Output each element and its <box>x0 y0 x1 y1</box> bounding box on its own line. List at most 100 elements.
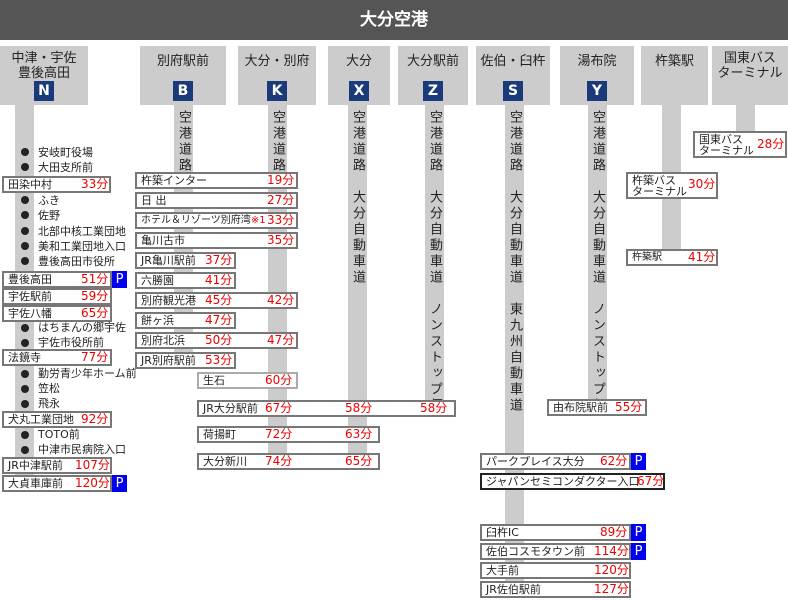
stop-time: 62分 <box>600 454 628 468</box>
stop-box[interactable]: 法鏡寺 <box>2 349 112 366</box>
stop-dot-icon <box>21 196 29 204</box>
stop-box[interactable]: 大貞車庫前 <box>2 475 112 492</box>
minor-stop: 笠松 <box>38 382 60 395</box>
route-header-kunisaki[interactable]: 国東バス ターミナル <box>712 46 788 105</box>
road-label-s: 空港道路 大分自動車道 東九州自動車道 <box>507 110 522 414</box>
minor-stop: 大田支所前 <box>38 161 93 174</box>
stop-time: 63分 <box>345 427 373 441</box>
minor-stop: 北部中核工業団地 <box>38 225 126 238</box>
stop-time: 28分 <box>757 137 785 151</box>
stop-box[interactable]: パークプレイス大分 <box>480 453 631 470</box>
stop-time: 47分 <box>205 313 233 327</box>
stop-box[interactable]: JR大分駅前 <box>197 400 456 417</box>
stop-time: 41分 <box>205 273 233 287</box>
stop-box[interactable]: JR別府駅前 <box>135 352 236 369</box>
minor-stop: はちまんの郷宇佐 <box>38 321 126 334</box>
stop-box[interactable]: JR亀川駅前 <box>135 252 236 269</box>
stop-box[interactable]: 日 出 <box>135 192 298 209</box>
stop-box[interactable]: JR佐伯駅前 <box>480 581 631 598</box>
stop-dot-icon <box>21 324 29 332</box>
stop-time: 67分 <box>637 474 665 488</box>
stop-dot-icon <box>21 257 29 265</box>
route-line-z <box>425 105 444 410</box>
stop-box[interactable]: 荷揚町 <box>197 426 380 443</box>
stop-box[interactable]: 大分新川 <box>197 453 380 470</box>
stop-box[interactable]: 田染中村 <box>2 176 111 193</box>
stop-box[interactable]: 国東バス ターミナル <box>693 131 787 158</box>
stop-box[interactable]: 別府北浜 <box>135 332 298 349</box>
stop-box[interactable]: 生石 <box>197 372 298 389</box>
route-name: 佐伯・臼杵 <box>480 54 546 69</box>
minor-stop: TOTO前 <box>38 428 80 441</box>
stop-time: 59分 <box>81 289 109 303</box>
stop-time: 92分 <box>81 412 109 426</box>
stop-box[interactable]: JR中津駅前 <box>2 457 112 474</box>
stop-time: 77分 <box>81 350 109 364</box>
stop-time: 58分 <box>420 401 448 415</box>
stop-time: 55分 <box>615 400 643 414</box>
stop-dot-icon <box>21 370 29 378</box>
stop-box[interactable]: 由布院駅前 <box>547 399 647 416</box>
route-name: 大分駅前 <box>406 54 459 69</box>
route-name: 湯布院 <box>577 54 617 69</box>
stop-box[interactable]: 宇佐駅前 <box>2 288 112 305</box>
stop-box[interactable]: 亀川古市 <box>135 232 298 249</box>
stop-box[interactable]: 別府観光港 <box>135 292 298 309</box>
stop-time: 67分 <box>265 401 293 415</box>
stop-box[interactable]: 豊後高田 <box>2 271 112 288</box>
stop-time: 33分 <box>81 177 109 191</box>
stop-dot-icon <box>21 148 29 156</box>
stop-time: 127分 <box>594 582 629 596</box>
parking-icon: P <box>631 543 646 560</box>
stop-name: ホテル＆リゾーツ別府湾 <box>141 215 251 226</box>
stop-box[interactable]: 大手前 <box>480 562 631 579</box>
page-title: 大分空港 <box>0 0 788 40</box>
minor-stop: 宇佐市役所前 <box>38 336 104 349</box>
stop-dot-icon <box>21 385 29 393</box>
minor-stop: 勤労青少年ホーム前 <box>38 367 137 380</box>
stop-dot-icon <box>21 163 29 171</box>
route-header-z[interactable]: 大分駅前 Z <box>398 46 468 105</box>
route-header-kitsuki[interactable]: 杵築駅 <box>641 46 708 105</box>
parking-icon: P <box>112 475 127 492</box>
stop-time: 114分 <box>594 544 629 558</box>
stop-box[interactable]: 杵築バス ターミナル <box>626 172 718 199</box>
stop-time: 107分 <box>75 458 110 472</box>
stop-dot-icon <box>21 446 29 454</box>
route-line-x <box>348 105 367 469</box>
road-label-k: 空港道路 <box>270 110 285 174</box>
minor-stop: 中津市民病院入口 <box>38 443 126 456</box>
parking-icon: P <box>631 524 646 541</box>
stop-box[interactable]: 六勝園 <box>135 272 236 289</box>
route-badge: Z <box>423 81 443 101</box>
stop-box[interactable]: ジャパンセミコンダクター入口 <box>480 473 665 490</box>
stop-time: 30分 <box>688 177 716 191</box>
stop-time: 74分 <box>265 454 293 468</box>
stop-time: 65分 <box>345 454 373 468</box>
stop-box[interactable]: 杵築インター <box>135 172 298 189</box>
route-name: 中津・宇佐 豊後高田 <box>11 51 77 81</box>
stop-box[interactable]: 宇佐八幡 <box>2 305 112 322</box>
stop-box[interactable]: ホテル＆リゾーツ別府湾※1 <box>135 212 298 229</box>
route-header-s[interactable]: 佐伯・臼杵 S <box>476 46 550 105</box>
route-badge: N <box>34 81 54 101</box>
stop-box[interactable]: 杵築駅 <box>626 249 718 266</box>
stop-time: 51分 <box>81 272 109 286</box>
stop-time: 89分 <box>600 525 628 539</box>
route-badge: S <box>503 81 523 101</box>
route-badge: Y <box>587 81 607 101</box>
stop-box[interactable]: 餅ヶ浜 <box>135 312 236 329</box>
stop-time: 35分 <box>267 233 295 247</box>
stop-box[interactable]: 佐伯コスモタウン前 <box>480 543 631 560</box>
stop-box[interactable]: 犬丸工業団地 <box>2 411 112 428</box>
route-header-y[interactable]: 湯布院 Y <box>560 46 634 105</box>
minor-stop: 美和工業団地入口 <box>38 240 126 253</box>
stop-box[interactable]: 臼杵IC <box>480 524 631 541</box>
stop-time: 47分 <box>267 333 295 347</box>
stop-time: 50分 <box>205 333 233 347</box>
footnote-mark: ※1 <box>250 215 266 226</box>
